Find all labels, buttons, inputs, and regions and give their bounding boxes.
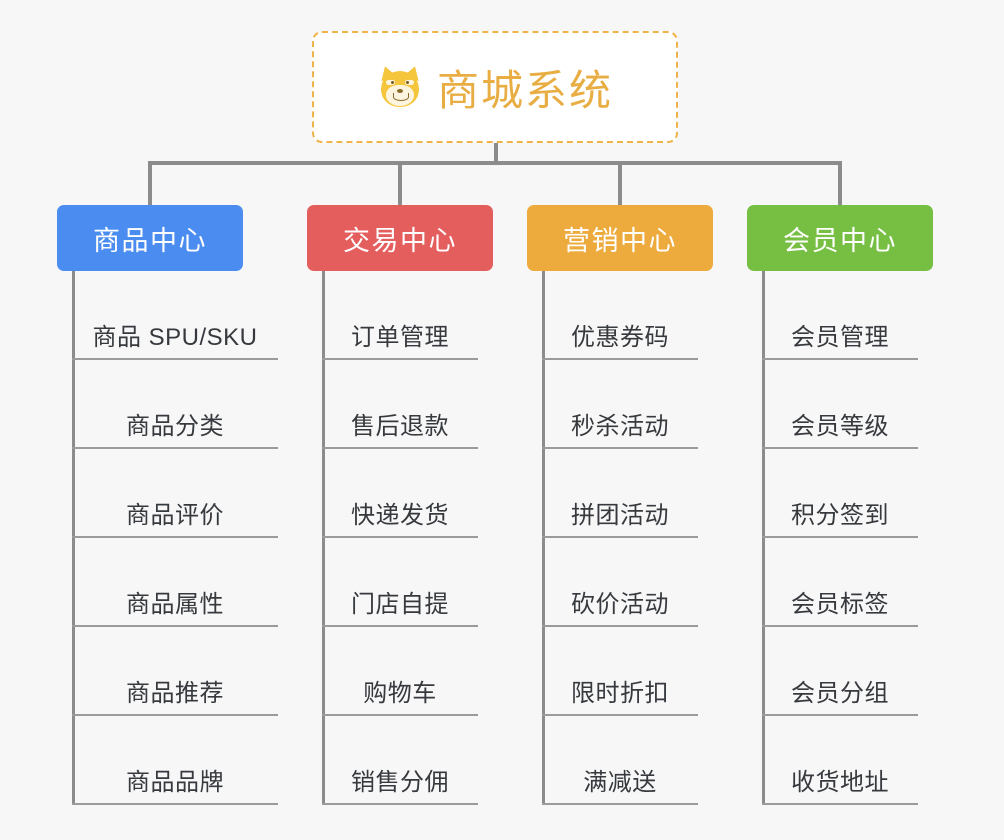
leaf-item-label: 会员分组 — [791, 680, 889, 707]
leaf-item-label: 会员等级 — [791, 413, 889, 440]
leaf-item[interactable]: 售后退款 — [322, 360, 478, 449]
leaf-item-label: 购物车 — [363, 680, 437, 707]
leaf-item-label: 收货地址 — [791, 769, 889, 796]
leaf-item-label: 会员管理 — [791, 324, 889, 351]
leaf-item[interactable]: 拼团活动 — [542, 449, 698, 538]
category-label-marketing-center: 营销中心 — [563, 225, 677, 256]
leaf-column-trade-center: 订单管理售后退款快递发货门店自提购物车销售分佣 — [322, 271, 488, 805]
leaf-item[interactable]: 商品品牌 — [72, 716, 278, 805]
category-label-product-center: 商品中心 — [93, 225, 207, 256]
connector-drop-product-center — [148, 161, 152, 207]
leaf-item-label: 砍价活动 — [571, 591, 669, 618]
leaf-item-label: 商品推荐 — [126, 680, 224, 707]
leaf-item[interactable]: 会员分组 — [762, 627, 918, 716]
leaf-item[interactable]: 商品分类 — [72, 360, 278, 449]
leaf-item-label: 商品属性 — [126, 591, 224, 618]
leaf-item-label: 销售分佣 — [351, 769, 449, 796]
connector-horizontal-bus — [149, 161, 841, 165]
category-box-trade-center[interactable]: 交易中心 — [307, 205, 493, 271]
connector-drop-member-center — [838, 161, 842, 207]
leaf-item-label: 积分签到 — [791, 502, 889, 529]
leaf-item[interactable]: 砍价活动 — [542, 538, 698, 627]
category-box-member-center[interactable]: 会员中心 — [747, 205, 933, 271]
leaf-item[interactable]: 商品推荐 — [72, 627, 278, 716]
leaf-item-label: 拼团活动 — [571, 502, 669, 529]
leaf-item[interactable]: 商品评价 — [72, 449, 278, 538]
leaf-item-label: 限时折扣 — [571, 680, 669, 707]
leaf-item-label: 优惠券码 — [571, 324, 669, 351]
leaf-item[interactable]: 优惠券码 — [542, 271, 698, 360]
connector-root-stem — [494, 143, 498, 165]
leaf-column-product-center: 商品 SPU/SKU 商品分类商品评价商品属性商品推荐商品品牌 — [72, 271, 288, 805]
leaf-item[interactable]: 订单管理 — [322, 271, 478, 360]
category-box-marketing-center[interactable]: 营销中心 — [527, 205, 713, 271]
leaf-item-label: 秒杀活动 — [571, 413, 669, 440]
leaf-item-label: 满减送 — [583, 769, 657, 796]
leaf-item[interactable]: 会员标签 — [762, 538, 918, 627]
leaf-item[interactable]: 商品 SPU/SKU — [72, 271, 278, 360]
connector-spine-product-center — [72, 271, 75, 805]
leaf-item[interactable]: 门店自提 — [322, 538, 478, 627]
root-node-title: 商城系统 — [436, 66, 613, 114]
leaf-item[interactable]: 积分签到 — [762, 449, 918, 538]
leaf-item-label: 售后退款 — [351, 413, 449, 440]
leaf-item[interactable]: 快递发货 — [322, 449, 478, 538]
leaf-item[interactable]: 限时折扣 — [542, 627, 698, 716]
leaf-item-label: 商品品牌 — [126, 769, 224, 796]
leaf-item[interactable]: 商品属性 — [72, 538, 278, 627]
category-label-member-center: 会员中心 — [783, 225, 897, 256]
connector-drop-trade-center — [398, 161, 402, 207]
leaf-item[interactable]: 收货地址 — [762, 716, 918, 805]
connector-spine-trade-center — [322, 271, 325, 805]
leaf-column-marketing-center: 优惠券码秒杀活动拼团活动砍价活动限时折扣满减送 — [542, 271, 708, 805]
leaf-item-label: 商品分类 — [126, 413, 224, 440]
leaf-item-label: 会员标签 — [791, 591, 889, 618]
connector-drop-marketing-center — [618, 161, 622, 207]
category-box-product-center[interactable]: 商品中心 — [57, 205, 243, 271]
category-label-trade-center: 交易中心 — [343, 225, 457, 256]
leaf-item[interactable]: 销售分佣 — [322, 716, 478, 805]
leaf-item-label: 商品评价 — [126, 502, 224, 529]
leaf-item[interactable]: 秒杀活动 — [542, 360, 698, 449]
leaf-item[interactable]: 会员等级 — [762, 360, 918, 449]
leaf-item-label: 商品 SPU/SKU — [92, 324, 258, 351]
shiba-dog-face-icon — [377, 63, 423, 110]
root-node-shopping-mall-system[interactable]: 商城系统 — [312, 31, 678, 143]
leaf-item[interactable]: 会员管理 — [762, 271, 918, 360]
leaf-item-label: 订单管理 — [351, 324, 449, 351]
leaf-column-member-center: 会员管理会员等级积分签到会员标签会员分组收货地址 — [762, 271, 928, 805]
leaf-item[interactable]: 购物车 — [322, 627, 478, 716]
connector-spine-member-center — [762, 271, 765, 805]
leaf-item[interactable]: 满减送 — [542, 716, 698, 805]
connector-spine-marketing-center — [542, 271, 545, 805]
leaf-item-label: 门店自提 — [351, 591, 449, 618]
leaf-item-label: 快递发货 — [351, 502, 449, 529]
